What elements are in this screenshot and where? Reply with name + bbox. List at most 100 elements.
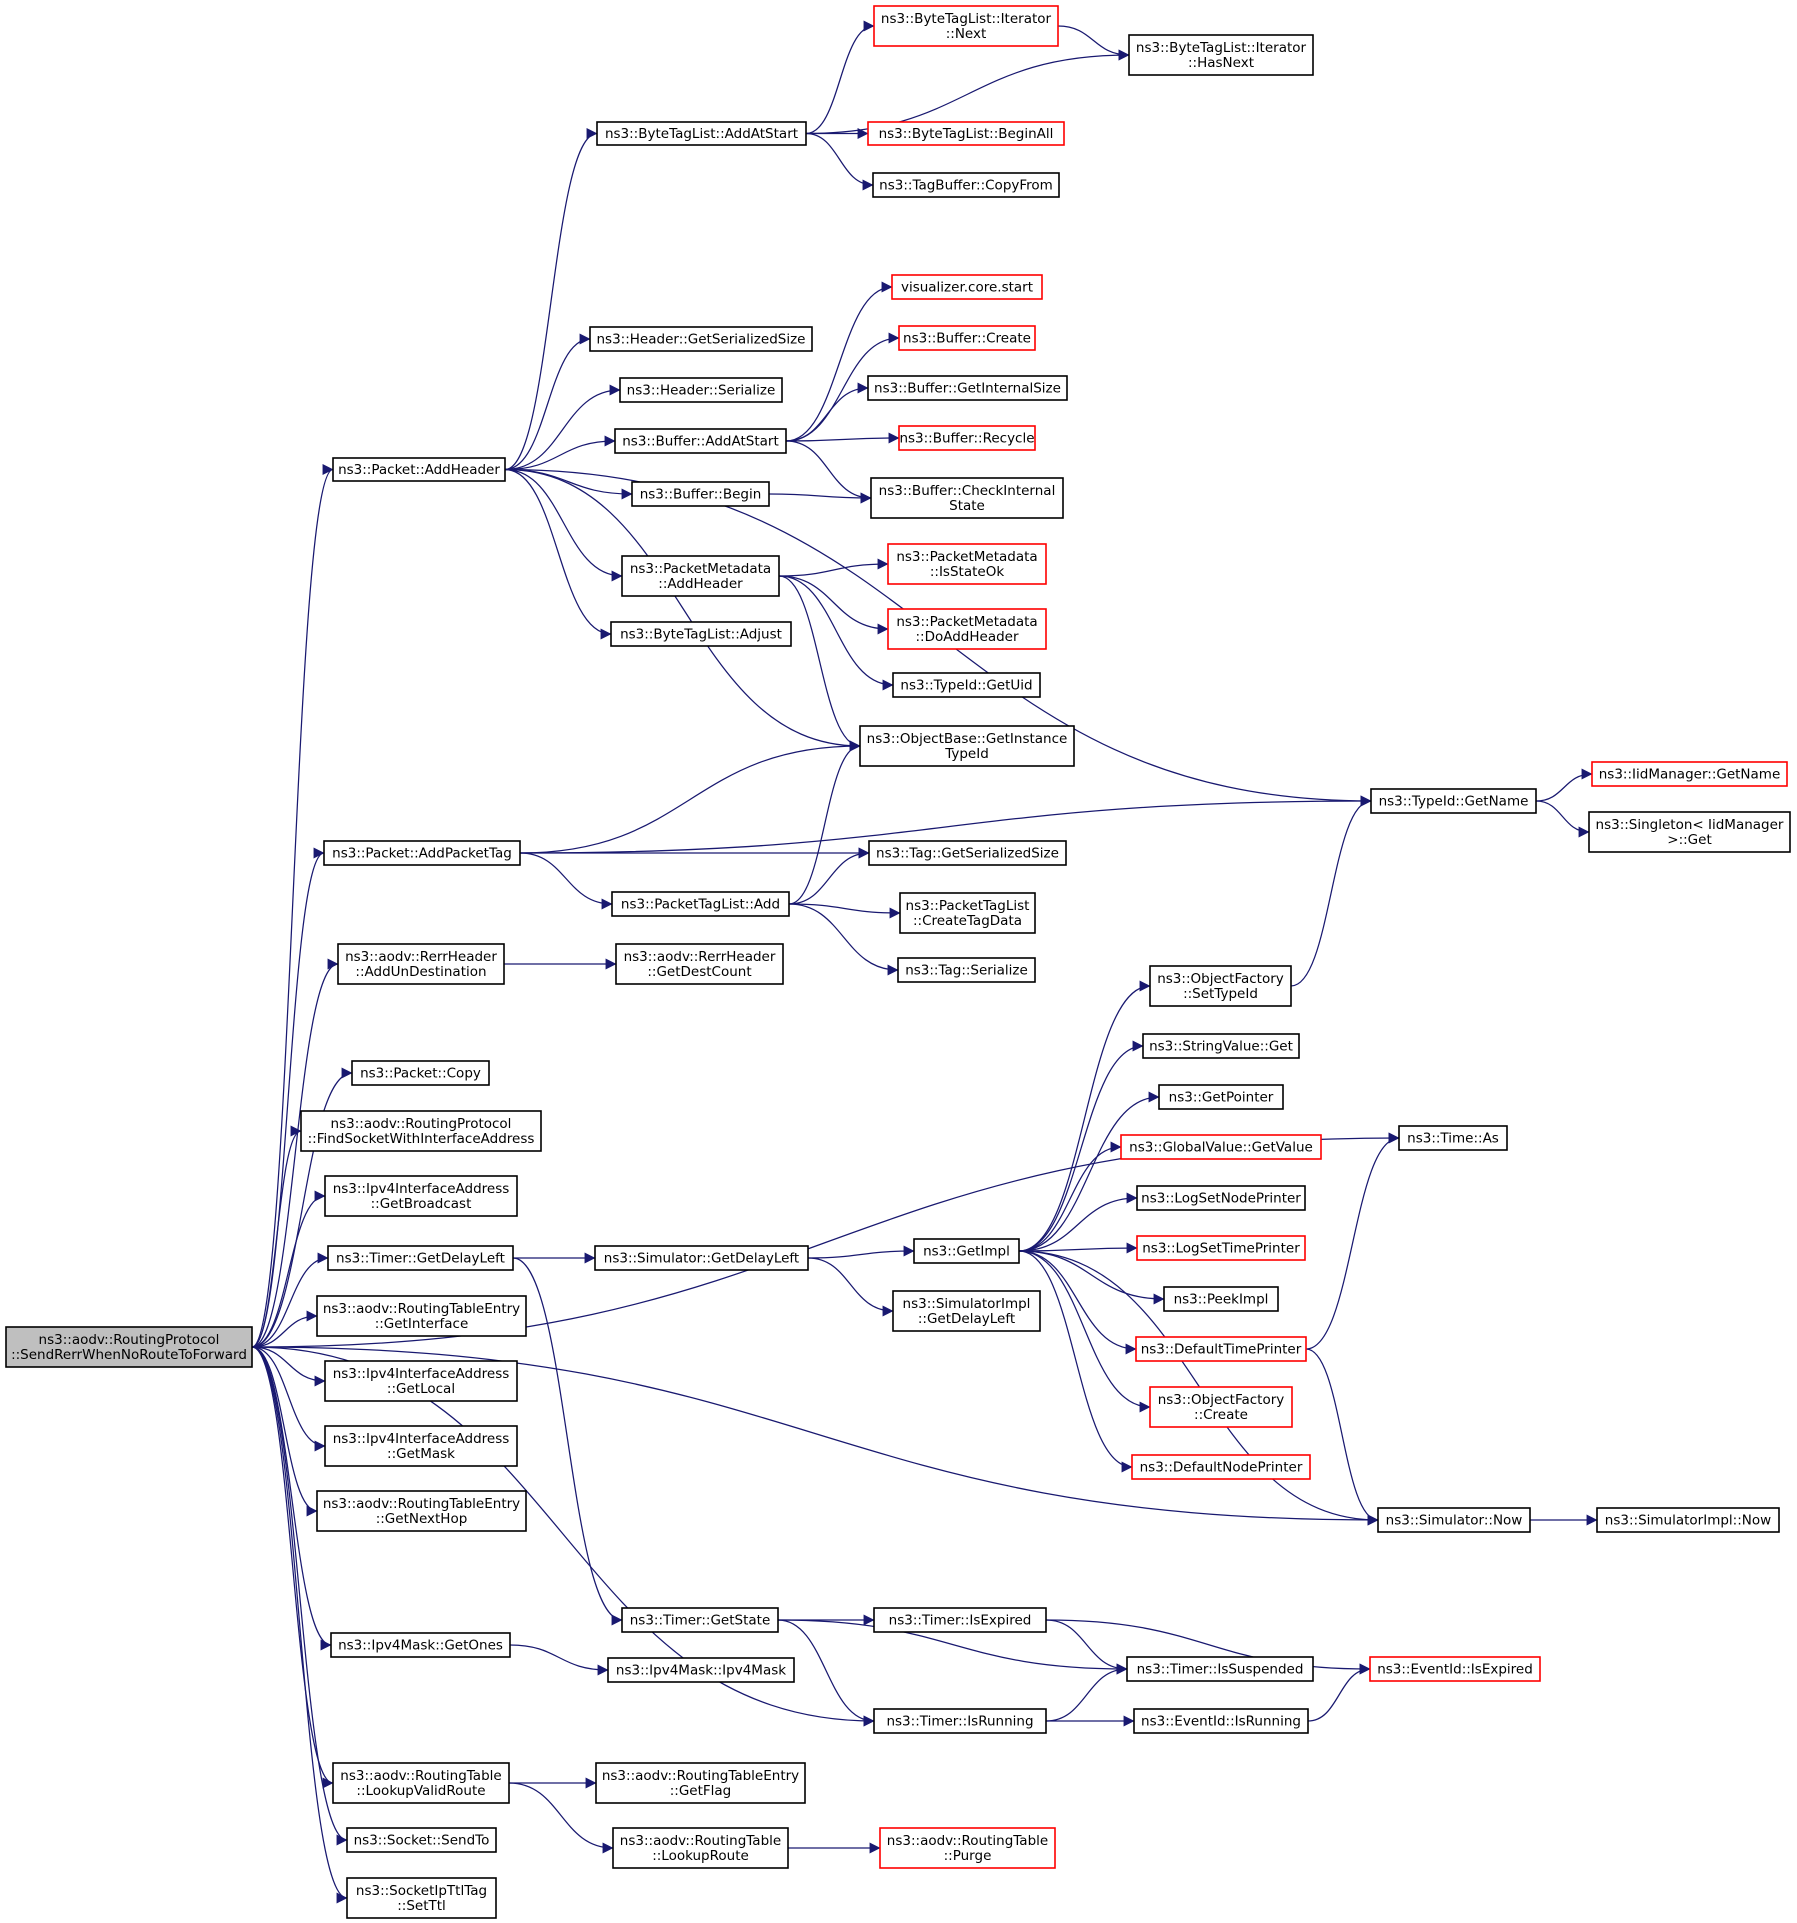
graph-node-logSetTimePrinter[interactable]: ns3::LogSetTimePrinter (1136, 1235, 1306, 1261)
graph-node-bufBegin[interactable]: ns3::Buffer::Begin (631, 481, 770, 507)
edge-path (504, 468, 861, 752)
graph-node-rtNextHop[interactable]: ns3::aodv::RoutingTableEntry::GetNextHop (316, 1490, 527, 1532)
node-box (1136, 1185, 1306, 1211)
edge-path (251, 1346, 1379, 1526)
graph-node-typeIdGetUid[interactable]: ns3::TypeId::GetUid (892, 672, 1041, 698)
node-label: ns3::Socket::SendTo (354, 1833, 490, 1849)
graph-node-defaultNodePrinter[interactable]: ns3::DefaultNodePrinter (1131, 1454, 1311, 1480)
graph-node-eventIsRunning[interactable]: ns3::EventId::IsRunning (1133, 1708, 1309, 1734)
graph-node-eventIsExpired[interactable]: ns3::EventId::IsExpired (1369, 1656, 1541, 1682)
graph-node-simDelayLeft[interactable]: ns3::Simulator::GetDelayLeft (594, 1245, 809, 1271)
graph-node-singletonGet[interactable]: ns3::Singleton< IidManager>::Get (1588, 811, 1791, 853)
graph-node-ipv4Mask[interactable]: ns3::Ipv4InterfaceAddress::GetMask (324, 1425, 518, 1467)
graph-node-pmDoAddHeader[interactable]: ns3::PacketMetadata::DoAddHeader (887, 608, 1047, 650)
graph-node-maskCtor[interactable]: ns3::Ipv4Mask::Ipv4Mask (607, 1657, 795, 1683)
graph-node-simImplDelayLeft[interactable]: ns3::SimulatorImpl::GetDelayLeft (892, 1290, 1041, 1332)
node-label: State (949, 498, 985, 514)
edge-path (251, 1125, 302, 1348)
graph-node-peekImpl[interactable]: ns3::PeekImpl (1163, 1286, 1279, 1312)
graph-node-timerDelayLeft[interactable]: ns3::Timer::GetDelayLeft (327, 1245, 514, 1271)
node-label: ns3::ObjectBase::GetInstance (867, 731, 1068, 747)
graph-node-defaultTimePrinter[interactable]: ns3::DefaultTimePrinter (1135, 1336, 1307, 1362)
node-label: ns3::PacketMetadata (896, 549, 1037, 565)
graph-node-ptlCreateTagData[interactable]: ns3::PacketTagList::CreateTagData (899, 892, 1036, 934)
graph-node-iidGetName[interactable]: ns3::IidManager::GetName (1591, 761, 1788, 787)
graph-node-lookupValid[interactable]: ns3::aodv::RoutingTable::LookupValidRout… (332, 1762, 510, 1804)
edge-path (251, 1346, 318, 1517)
graph-node-btlAddAtStart[interactable]: ns3::ByteTagList::AddAtStart (596, 121, 807, 146)
graph-node-addHeader[interactable]: ns3::Packet::AddHeader (332, 457, 506, 482)
graph-node-rtGetInterface[interactable]: ns3::aodv::RoutingTableEntry::GetInterfa… (316, 1295, 527, 1337)
edge-path (504, 468, 633, 500)
graph-node-getImpl[interactable]: ns3::GetImpl (913, 1238, 1020, 1264)
graph-node-bufInternalSize[interactable]: ns3::Buffer::GetInternalSize (867, 375, 1068, 401)
graph-node-rerrDestCount[interactable]: ns3::aodv::RerrHeader::GetDestCount (615, 943, 784, 985)
graph-node-socketSendTo[interactable]: ns3::Socket::SendTo (346, 1827, 497, 1853)
graph-node-addPacketTag[interactable]: ns3::Packet::AddPacketTag (323, 840, 521, 866)
graph-node-timerIsSuspended[interactable]: ns3::Timer::IsSuspended (1126, 1656, 1314, 1682)
graph-node-bufRecycle[interactable]: ns3::Buffer::Recycle (898, 425, 1036, 451)
edge-path (805, 132, 874, 191)
graph-node-pmIsStateOk[interactable]: ns3::PacketMetadata::IsStateOk (887, 543, 1047, 585)
node-box (868, 840, 1067, 866)
call-edge-simDelayLeft-to-simImplDelayLeft (807, 1257, 894, 1317)
edge-path (504, 384, 621, 471)
node-box (607, 1657, 795, 1683)
graph-node-ptlAdd[interactable]: ns3::PacketTagList::Add (611, 891, 790, 917)
graph-node-ofSetTypeId[interactable]: ns3::ObjectFactory::SetTypeId (1149, 965, 1292, 1007)
graph-node-timeAs[interactable]: ns3::Time::As (1398, 1125, 1508, 1151)
node-box (1149, 1386, 1293, 1428)
graph-node-ofCreate[interactable]: ns3::ObjectFactory::Create (1149, 1386, 1293, 1428)
call-edge-timerIsRunning-to-timerIsSuspended (1045, 1663, 1128, 1722)
edge-path (1018, 1192, 1138, 1252)
call-edge-lookupValid-to-rtLookupRoute (508, 1782, 614, 1854)
graph-node-rerrAddUn[interactable]: ns3::aodv::RerrHeader::AddUnDestination (337, 943, 505, 985)
graph-node-iterNext[interactable]: ns3::ByteTagList::Iterator::Next (873, 5, 1059, 47)
graph-node-ipv4Local[interactable]: ns3::Ipv4InterfaceAddress::GetLocal (324, 1360, 518, 1402)
graph-node-tagSerSize[interactable]: ns3::Tag::GetSerializedSize (868, 840, 1067, 866)
graph-node-bufAddAtStart[interactable]: ns3::Buffer::AddAtStart (614, 428, 787, 454)
graph-node-hdrSerialize[interactable]: ns3::Header::Serialize (619, 377, 783, 403)
edge-path (788, 903, 901, 919)
graph-node-rtGetFlag[interactable]: ns3::aodv::RoutingTableEntry::GetFlag (595, 1762, 806, 1804)
node-box (631, 481, 770, 507)
graph-node-pmAddHeader[interactable]: ns3::PacketMetadata::AddHeader (621, 555, 780, 597)
graph-node-ipv4Broadcast[interactable]: ns3::Ipv4InterfaceAddress::GetBroadcast (324, 1175, 518, 1217)
graph-node-timerIsRunning[interactable]: ns3::Timer::IsRunning (873, 1708, 1047, 1734)
graph-node-packetCopy[interactable]: ns3::Packet::Copy (351, 1060, 490, 1086)
graph-node-tbCopyFrom[interactable]: ns3::TagBuffer::CopyFrom (872, 172, 1060, 198)
graph-node-timerGetState[interactable]: ns3::Timer::GetState (621, 1607, 779, 1633)
node-box (898, 425, 1036, 451)
graph-node-timerIsExpired[interactable]: ns3::Timer::IsExpired (873, 1607, 1047, 1633)
graph-node-setTtl[interactable]: ns3::SocketIpTtlTag::SetTtl (346, 1877, 497, 1919)
edge-path (788, 740, 861, 905)
node-label: ns3::LogSetTimePrinter (1142, 1241, 1300, 1257)
graph-node-simNow[interactable]: ns3::Simulator::Now (1377, 1507, 1531, 1533)
graph-node-root[interactable]: ns3::aodv::RoutingProtocol::SendRerrWhen… (5, 1326, 253, 1368)
graph-node-findSocket[interactable]: ns3::aodv::RoutingProtocol::FindSocketWi… (300, 1110, 542, 1152)
graph-node-getPointer[interactable]: ns3::GetPointer (1158, 1084, 1284, 1110)
graph-node-simImplNow[interactable]: ns3::SimulatorImpl::Now (1596, 1507, 1780, 1533)
graph-node-gvGetValue[interactable]: ns3::GlobalValue::GetValue (1120, 1134, 1322, 1160)
node-label: ns3::SimulatorImpl::Now (1605, 1513, 1771, 1529)
graph-node-rtLookupRoute[interactable]: ns3::aodv::RoutingTable::LookupRoute (612, 1827, 789, 1869)
edge-path (1018, 1250, 1151, 1413)
graph-node-stringValueGet[interactable]: ns3::StringValue::Get (1142, 1033, 1300, 1059)
graph-node-vizStart[interactable]: visualizer.core.start (891, 274, 1043, 300)
edge-path (785, 382, 869, 442)
graph-node-maskGetOnes[interactable]: ns3::Ipv4Mask::GetOnes (330, 1632, 511, 1658)
graph-node-tagSerialize[interactable]: ns3::Tag::Serialize (897, 957, 1036, 983)
node-label: ns3::TypeId::GetName (1379, 794, 1529, 810)
graph-node-logSetNodePrinter[interactable]: ns3::LogSetNodePrinter (1136, 1185, 1306, 1211)
graph-node-typeIdGetName[interactable]: ns3::TypeId::GetName (1370, 788, 1537, 814)
graph-node-rtPurge[interactable]: ns3::aodv::RoutingTable::Purge (879, 1827, 1056, 1869)
graph-node-iterHasNext[interactable]: ns3::ByteTagList::Iterator::HasNext (1128, 34, 1314, 76)
graph-node-btlBeginAll[interactable]: ns3::ByteTagList::BeginAll (867, 121, 1065, 146)
graph-node-hdrSerSize[interactable]: ns3::Header::GetSerializedSize (589, 326, 813, 352)
graph-node-btlAdjust[interactable]: ns3::ByteTagList::Adjust (610, 621, 792, 647)
node-label: ns3::EventId::IsRunning (1141, 1714, 1301, 1730)
call-edge-maskGetOnes-to-maskCtor (509, 1644, 609, 1676)
graph-node-bufCreate[interactable]: ns3::Buffer::Create (898, 325, 1036, 351)
